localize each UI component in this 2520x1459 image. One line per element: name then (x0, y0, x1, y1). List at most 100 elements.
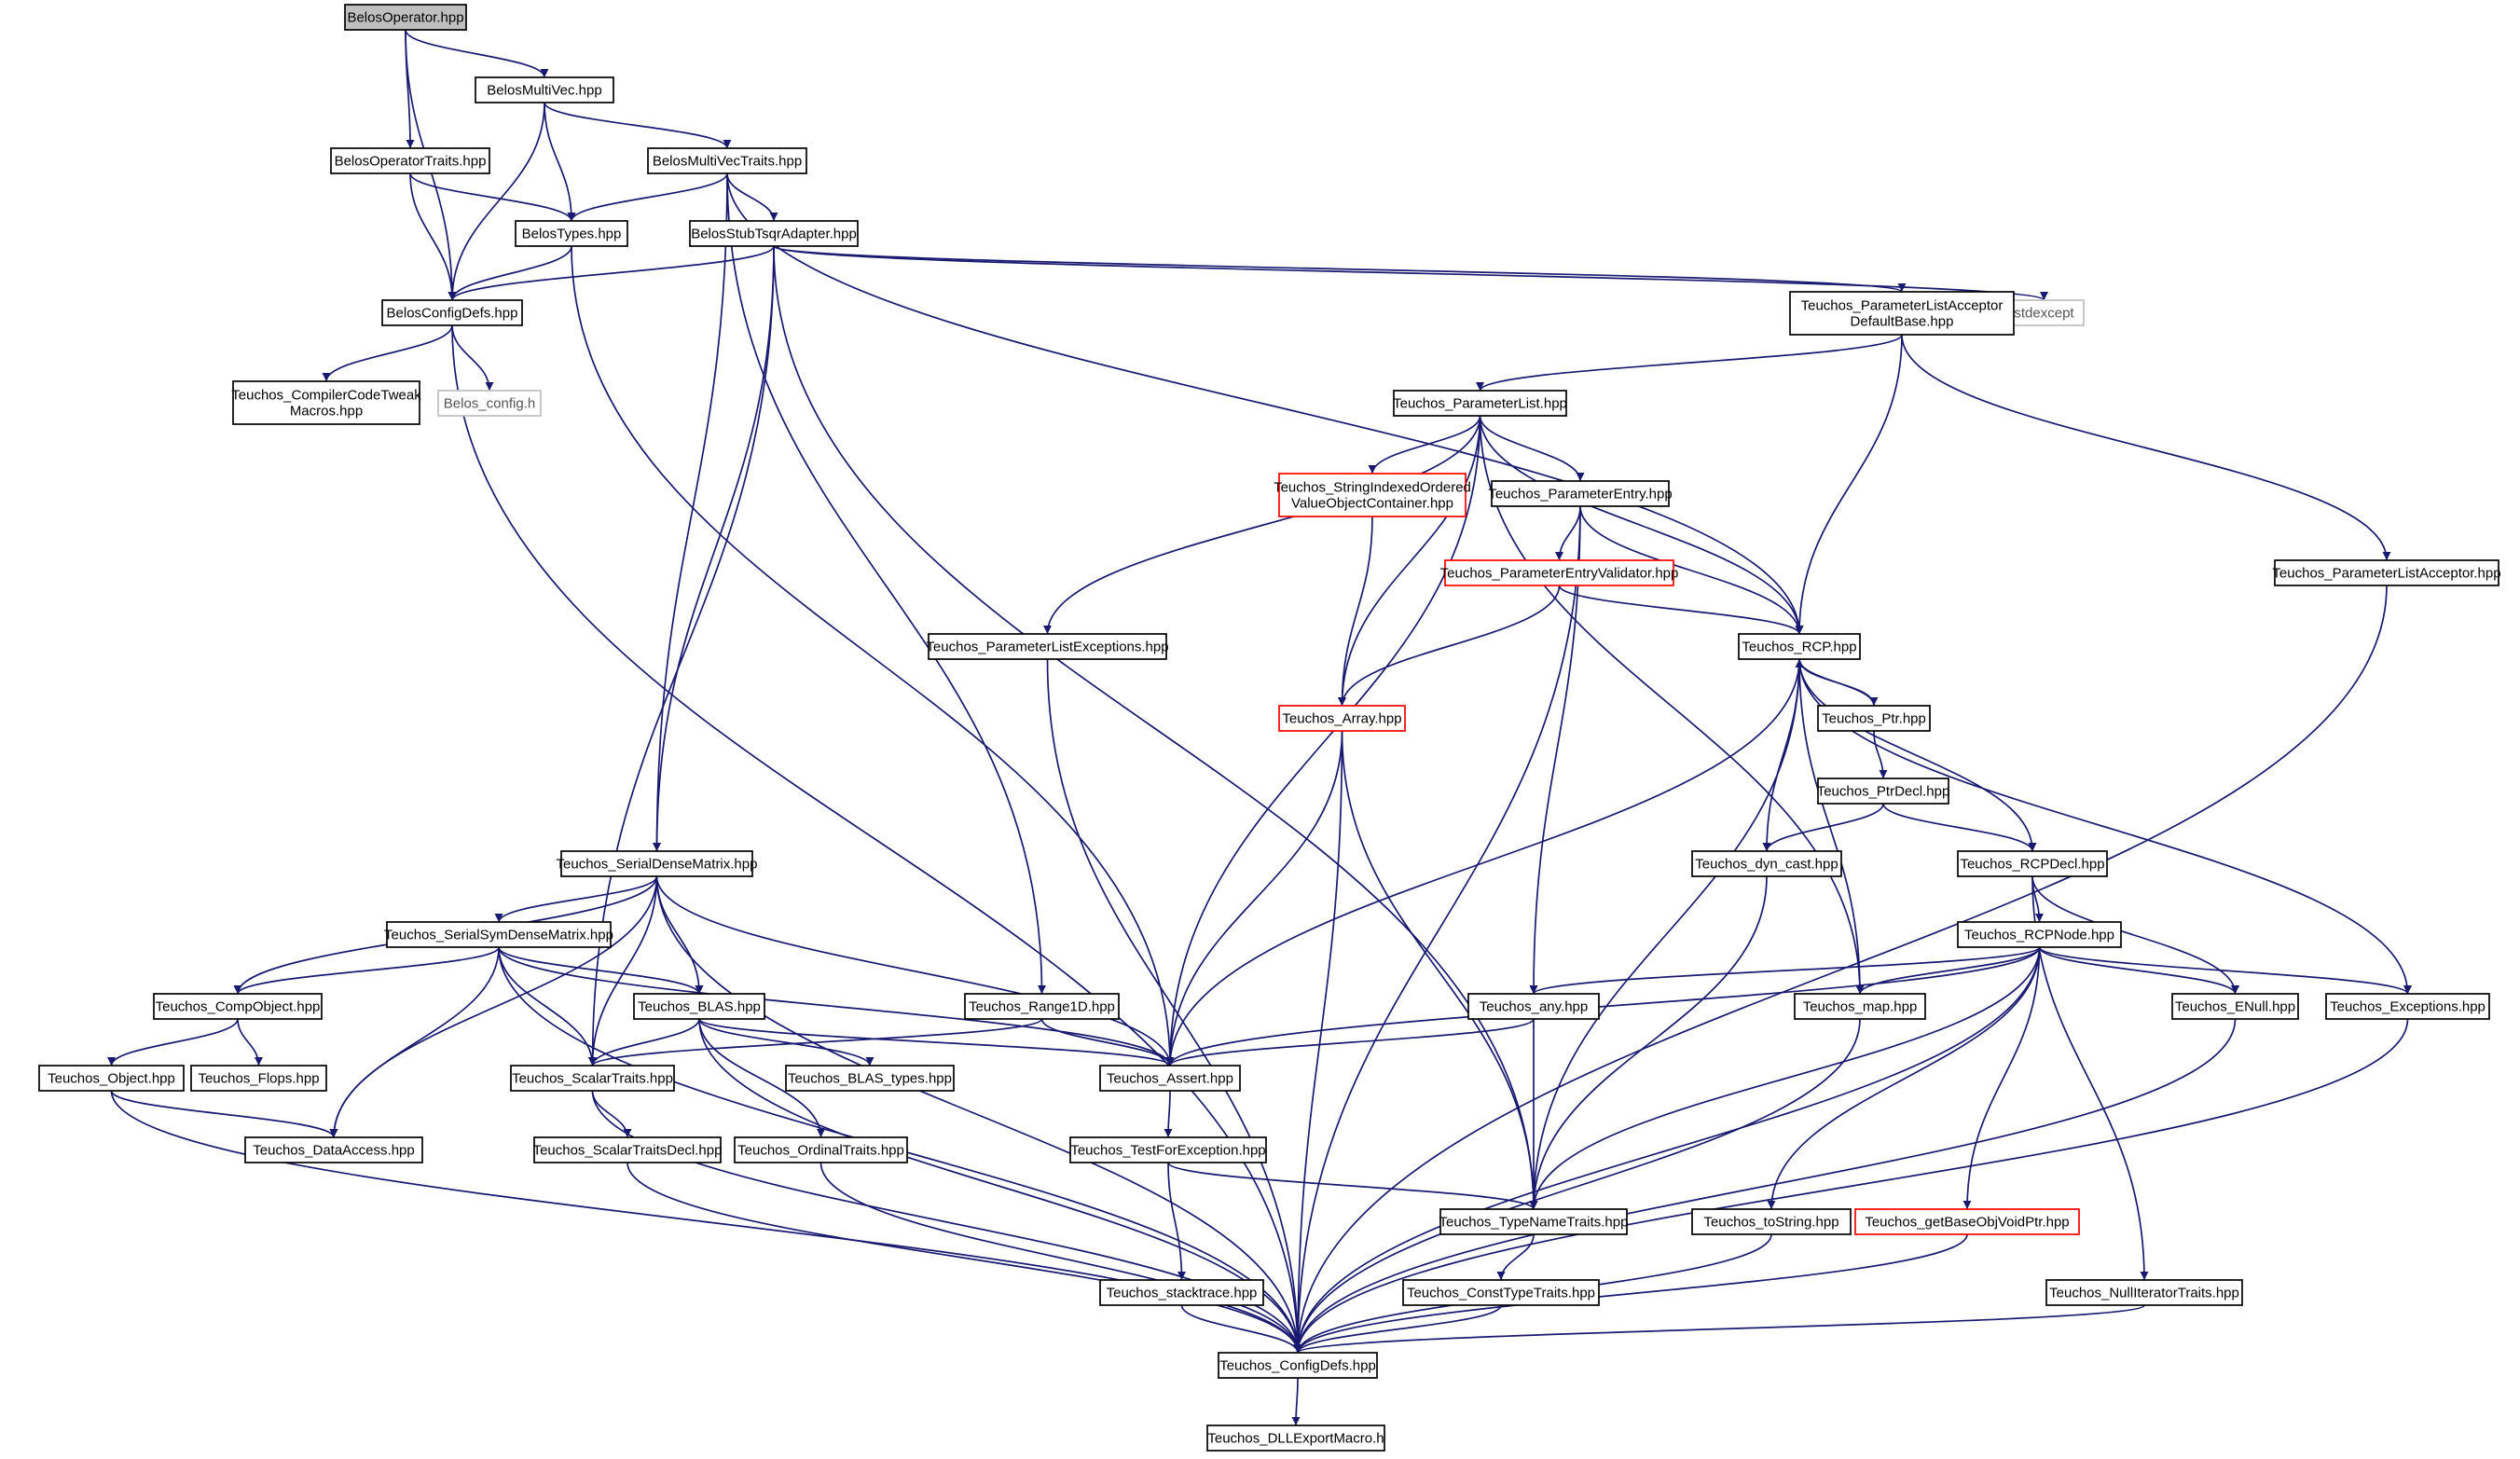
edge-belos-operator-traits-to-belos-types (409, 172, 576, 222)
node-box (1794, 993, 1926, 1020)
node-object[interactable]: Teuchos_Object.hpp (38, 1065, 185, 1092)
node-label: Teuchos_ParameterEntry.hpp (1488, 487, 1672, 502)
node-label: BelosConfigDefs.hpp (387, 306, 518, 322)
node-rcpdecl[interactable]: Teuchos_RCPDecl.hpp (1957, 850, 2108, 877)
edge-config-defs-to-dllexport (1291, 1377, 1301, 1426)
edge-comp-object-to-flops (237, 1018, 263, 1067)
edge-range1-d-to-scalar-traits (588, 1018, 1043, 1067)
node-label: Belos_config.h (444, 396, 535, 412)
node-box (153, 993, 323, 1020)
edge-belos-types-to-belos-config-defs (448, 245, 572, 301)
node-belos-config-h[interactable]: Belos_config.h (437, 390, 542, 417)
node-exceptions[interactable]: Teuchos_Exceptions.hpp (2325, 993, 2490, 1020)
node-any[interactable]: Teuchos_any.hpp (1467, 993, 1600, 1020)
node-pladefault-base[interactable]: Teuchos_ParameterListAcceptorDefaultBase… (1789, 291, 2015, 336)
node-array[interactable]: Teuchos_Array.hpp (1278, 705, 1406, 732)
edge-rcpnode-to-assert (1165, 946, 2041, 1067)
edge-serial-sym-dense-matrix-to-scalar-traits (498, 946, 597, 1067)
node-label: BelosOperatorTraits.hpp (335, 154, 487, 170)
node-test-for-exception[interactable]: Teuchos_TestForException.hpp (1069, 1136, 1267, 1163)
node-label: Teuchos_dyn_cast.hpp (1695, 857, 1838, 873)
node-box (2325, 993, 2490, 1020)
node-label: Teuchos_map.hpp (1803, 999, 1918, 1015)
node-rcpnode[interactable]: Teuchos_RCPNode.hpp (1957, 921, 2122, 948)
edge-test-for-exception-to-stacktrace (1167, 1162, 1186, 1281)
node-to-string[interactable]: Teuchos_toString.hpp (1691, 1208, 1852, 1235)
node-belos-operator-traits[interactable]: BelosOperatorTraits.hpp (330, 147, 490, 174)
node-box (1206, 1425, 1385, 1452)
node-plexceptions[interactable]: Teuchos_ParameterListExceptions.hpp (926, 633, 1169, 660)
node-label: Teuchos_ParameterListAcceptor (1801, 298, 2004, 314)
node-stdexcept[interactable]: stdexcept (2004, 299, 2085, 326)
node-data-access[interactable]: Teuchos_DataAccess.hpp (244, 1136, 423, 1163)
node-belos-stub-tsqr-adapter[interactable]: BelosStubTsqrAdapter.hpp (689, 220, 859, 247)
node-scalar-traits-decl[interactable]: Teuchos_ScalarTraitsDecl.hpp (533, 1136, 723, 1163)
node-enull[interactable]: Teuchos_ENull.hpp (2171, 993, 2299, 1020)
node-assert[interactable]: Teuchos_Assert.hpp (1099, 1065, 1241, 1092)
edge-belos-multi-vec-to-belos-types (544, 102, 576, 222)
edge-belos-operator-to-belos-multi-vec (405, 29, 549, 78)
node-string-indexed[interactable]: Teuchos_StringIndexedOrderedValueObjectC… (1274, 473, 1471, 517)
node-serial-dense-matrix[interactable]: Teuchos_SerialDenseMatrix.hpp (557, 850, 758, 877)
node-range1-d[interactable]: Teuchos_Range1D.hpp (964, 993, 1120, 1020)
node-scalar-traits[interactable]: Teuchos_ScalarTraits.hpp (510, 1065, 675, 1092)
node-dllexport[interactable]: Teuchos_DLLExportMacro.h (1206, 1425, 1385, 1452)
edge-placceptor-to-config-defs (1293, 585, 2388, 1354)
node-label: Teuchos_ScalarTraits.hpp (512, 1071, 673, 1087)
node-stacktrace[interactable]: Teuchos_stacktrace.hpp (1099, 1279, 1264, 1306)
edge-array-to-config-defs (1293, 730, 1343, 1354)
node-label: Teuchos_RCP.hpp (1742, 640, 1856, 655)
edge-rcp-to-assert (1165, 658, 1800, 1067)
node-label: Teuchos_ConfigDefs.hpp (1219, 1358, 1376, 1374)
node-type-name-traits[interactable]: Teuchos_TypeNameTraits.hpp (1439, 1208, 1629, 1235)
node-ptr[interactable]: Teuchos_Ptr.hpp (1817, 705, 1931, 732)
node-belos-multi-vec[interactable]: BelosMultiVec.hpp (475, 76, 614, 103)
node-null-iterator[interactable]: Teuchos_NullIteratorTraits.hpp (2045, 1279, 2243, 1306)
node-box (1278, 473, 1467, 517)
node-dyn-cast[interactable]: Teuchos_dyn_cast.hpp (1691, 850, 1842, 877)
edge-blas-to-ordinal-traits (698, 1018, 825, 1138)
node-label: Teuchos_RCPDecl.hpp (1960, 857, 2104, 873)
node-comp-object[interactable]: Teuchos_CompObject.hpp (153, 993, 323, 1020)
node-box (330, 147, 490, 174)
node-label: DefaultBase.hpp (1851, 314, 1954, 330)
edge-parameter-list-to-assert (1165, 415, 1481, 1067)
node-label: Teuchos_Assert.hpp (1107, 1071, 1233, 1087)
node-config-defs[interactable]: Teuchos_ConfigDefs.hpp (1218, 1352, 1378, 1379)
node-get-base-obj[interactable]: Teuchos_getBaseObjVoidPtr.hpp (1854, 1208, 2080, 1235)
node-parameter-list[interactable]: Teuchos_ParameterList.hpp (1393, 390, 1567, 417)
node-box (2171, 993, 2299, 1020)
node-belos-types[interactable]: BelosTypes.hpp (515, 220, 628, 247)
node-belos-operator[interactable]: BelosOperator.hpp (344, 4, 467, 31)
node-pevalidator[interactable]: Teuchos_ParameterEntryValidator.hpp (1440, 559, 1679, 586)
node-serial-sym-dense-matrix[interactable]: Teuchos_SerialSymDenseMatrix.hpp (384, 921, 613, 948)
edge-parameter-entry-to-any (1529, 505, 1581, 995)
node-ordinal-traits[interactable]: Teuchos_OrdinalTraits.hpp (734, 1136, 908, 1163)
node-label: BelosMultiVecTraits.hpp (653, 154, 802, 170)
node-placceptor[interactable]: Teuchos_ParameterListAcceptor.hpp (2272, 559, 2501, 586)
node-parameter-entry[interactable]: Teuchos_ParameterEntry.hpp (1488, 480, 1673, 507)
edge-belos-config-defs-to-config-defs (451, 324, 1302, 1354)
node-box (1099, 1065, 1241, 1092)
node-box (1691, 1208, 1852, 1235)
node-flops[interactable]: Teuchos_Flops.hpp (190, 1065, 327, 1092)
node-const-type-traits[interactable]: Teuchos_ConstTypeTraits.hpp (1402, 1279, 1600, 1306)
node-map[interactable]: Teuchos_map.hpp (1794, 993, 1926, 1020)
node-rcp[interactable]: Teuchos_RCP.hpp (1738, 633, 1861, 660)
node-belos-multi-vec-traits[interactable]: BelosMultiVecTraits.hpp (647, 147, 807, 174)
node-box (2274, 559, 2499, 586)
node-belos-config-defs[interactable]: BelosConfigDefs.hpp (381, 299, 523, 326)
edge-array-to-type-name-traits (1341, 730, 1538, 1210)
node-box (344, 4, 467, 31)
edge-parameter-list-to-map (1479, 415, 1865, 995)
edge-ptr-decl-to-rcpdecl (1882, 803, 2037, 852)
edge-parameter-entry-to-config-defs (1293, 505, 1581, 1354)
node-blas[interactable]: Teuchos_BLAS.hpp (633, 993, 765, 1020)
node-label: BelosOperator.hpp (347, 10, 463, 26)
node-blastypes[interactable]: Teuchos_BLAS_types.hpp (785, 1065, 955, 1092)
node-ptr-decl[interactable]: Teuchos_PtrDecl.hpp (1817, 778, 1950, 805)
edge-plexceptions-to-config-defs (1046, 658, 1302, 1354)
edge-string-indexed-to-array (1338, 516, 1373, 707)
